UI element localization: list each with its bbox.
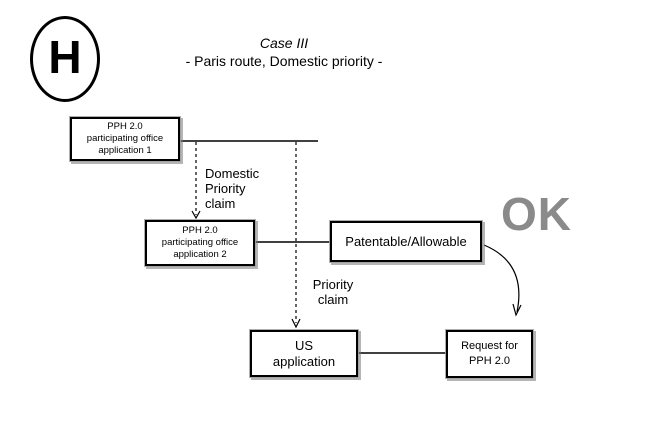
label-domestic-priority-claim: Domestic Priority claim [205, 166, 260, 211]
box-pph-application-2-line1: PPH 2.0 [182, 225, 218, 236]
box-request-pph-line2: PPH 2.0 [469, 355, 510, 367]
box-pph-application-1-line1: PPH 2.0 [107, 121, 143, 132]
slide-title: Case III [259, 35, 309, 51]
box-pph-application-1-line2: participating office [86, 133, 164, 144]
ok-status-text: OK [501, 188, 572, 240]
h-logo-letter: H [48, 31, 82, 83]
box-pph-application-1: PPH 2.0 participating office application… [70, 117, 180, 161]
label-priority-claim: Priority claim [312, 277, 354, 307]
box-pph-application-2: PPH 2.0 participating office application… [145, 220, 255, 266]
box-request-pph: Request for PPH 2.0 [446, 330, 533, 378]
box-pph-application-2-line3: application 2 [173, 249, 227, 260]
box-request-pph-line1: Request for [461, 340, 518, 352]
box-us-application-line1: US [294, 337, 314, 353]
box-patentable-allowable: Patentable/Allowable [330, 221, 482, 262]
curved-arrow-patentable-request [483, 244, 520, 313]
box-pph-application-2-line2: participating office [161, 237, 239, 248]
h-logo: H [30, 16, 100, 102]
arrowhead-priority [291, 318, 301, 329]
slide-title-block: Case III - Paris route, Domestic priorit… [104, 34, 464, 70]
box-pph-application-1-line3: application 1 [98, 145, 152, 156]
arrowhead-request [512, 303, 522, 317]
box-us-application: US application [250, 330, 358, 377]
arrowhead-domestic [191, 210, 201, 220]
box-us-application-line2: application [272, 353, 336, 369]
box-patentable-allowable-label: Patentable/Allowable [345, 234, 467, 249]
slide-subtitle: - Paris route, Domestic priority - [185, 53, 383, 69]
